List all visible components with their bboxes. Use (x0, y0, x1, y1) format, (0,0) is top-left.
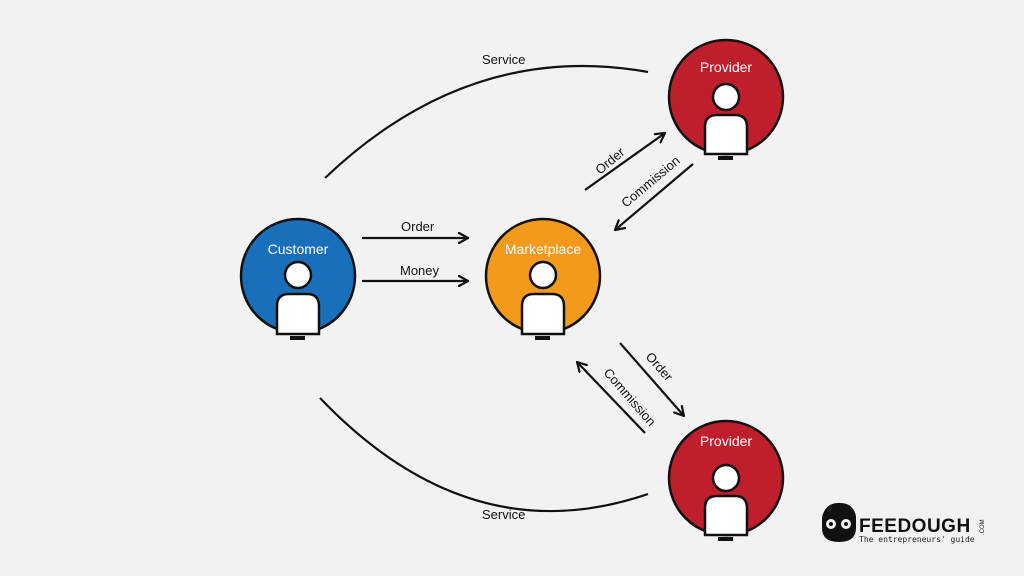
customer-person-base (290, 336, 305, 340)
arrow-commission-from-provider-bottom (577, 362, 646, 434)
service-label-bottom: Service (482, 507, 525, 522)
marketplace-label: Marketplace (505, 241, 581, 257)
marketplace-person-base (535, 336, 550, 340)
money-label-customer: Money (400, 263, 440, 278)
provider-top-node: Provider (667, 38, 785, 160)
customer-label: Customer (268, 241, 329, 257)
logo-mascot-icon (822, 502, 856, 542)
customer-person-body (275, 292, 321, 336)
marketplace-person-body (520, 292, 566, 336)
provider-bottom-person-head (711, 463, 741, 493)
customer-person-head (283, 260, 313, 290)
order-label-provider-bottom: Order (643, 349, 677, 384)
provider-top-label: Provider (700, 59, 752, 75)
brand-name: FEEDOUGH (859, 516, 971, 537)
provider-top-person-body (703, 113, 749, 156)
provider-bottom-person-body (703, 494, 749, 537)
customer-node: Customer (239, 217, 357, 340)
marketplace-node: Marketplace (484, 217, 602, 340)
service-label-top: Service (482, 52, 525, 67)
provider-top-person-head (711, 82, 741, 112)
order-label-customer: Order (401, 219, 435, 234)
brand-logo: FEEDOUGH .COM The entrepreneurs' guide (822, 502, 986, 544)
provider-top-person-base (718, 156, 733, 160)
service-arc-bottom (319, 397, 649, 513)
provider-bottom-person-base (718, 537, 733, 541)
provider-bottom-node: Provider (667, 419, 785, 541)
arrow-order-to-provider-bottom (619, 342, 684, 416)
arrow-order-to-provider-top (584, 133, 665, 191)
brand-tagline: The entrepreneurs' guide (859, 535, 975, 544)
marketplace-person-head (528, 260, 558, 290)
service-arc-top (324, 64, 649, 179)
brand-suffix: .COM (980, 519, 986, 535)
provider-bottom-label: Provider (700, 433, 752, 449)
arrow-commission-from-provider-top (615, 163, 694, 230)
